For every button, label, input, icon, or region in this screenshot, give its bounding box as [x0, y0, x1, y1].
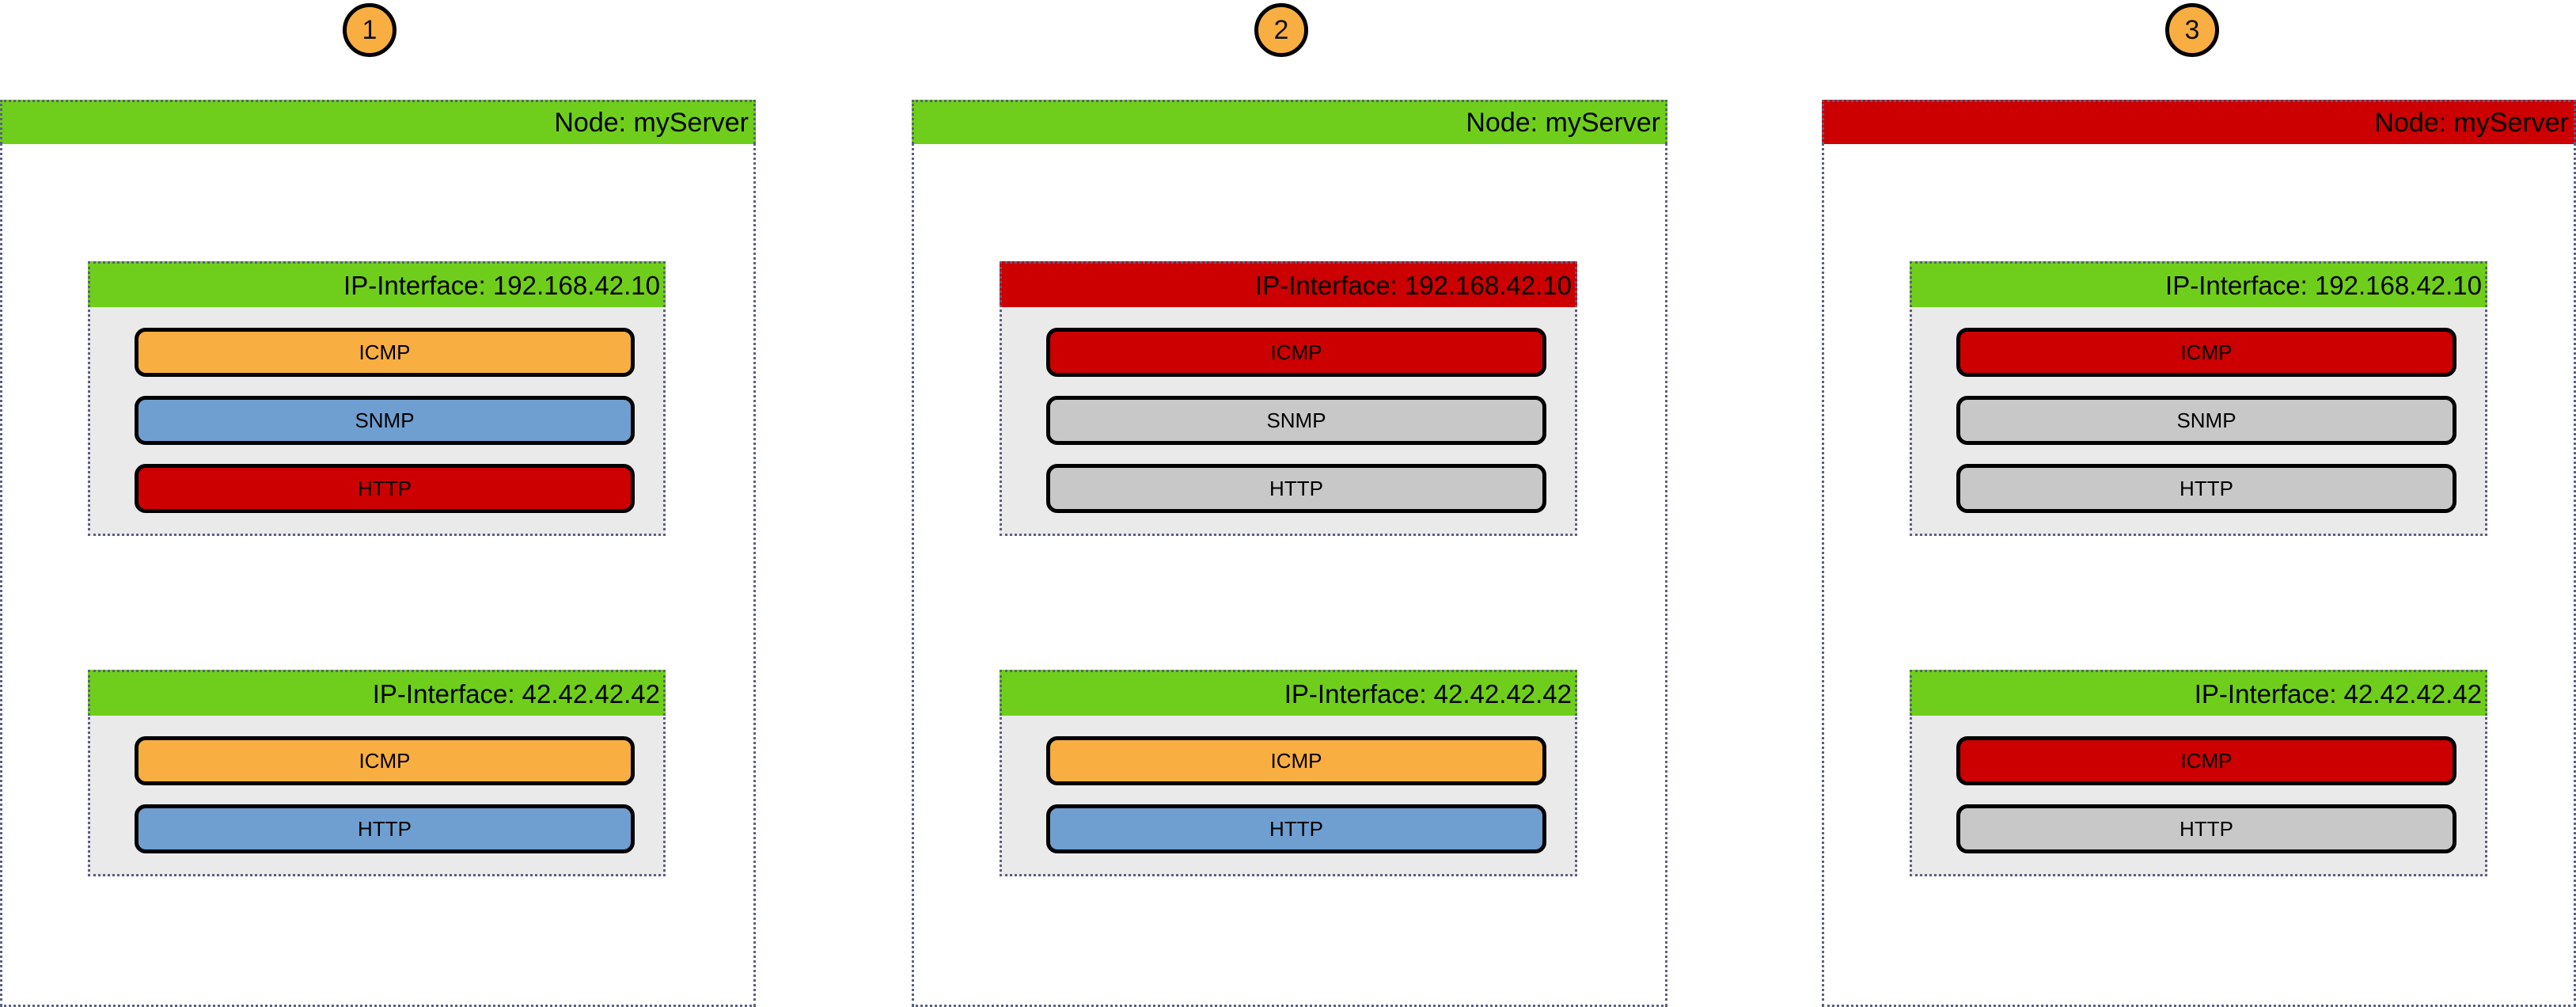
service-list-2-1: ICMP SNMP HTTP: [1002, 307, 1575, 534]
service-pill-icmp[interactable]: ICMP: [1046, 736, 1546, 785]
ip-interface-header-3-1[interactable]: IP-Interface: 192.168.42.10: [1910, 261, 2487, 307]
service-label: ICMP: [359, 340, 411, 364]
node-label: Node: myServer: [1466, 108, 1660, 138]
ip-interface-label: IP-Interface: 192.168.42.10: [343, 270, 660, 300]
service-label: HTTP: [1269, 476, 1323, 500]
ip-interface-header-1-1[interactable]: IP-Interface: 192.168.42.10: [88, 261, 666, 307]
ip-interface-label: IP-Interface: 192.168.42.10: [1255, 270, 1572, 300]
service-label: ICMP: [2180, 340, 2233, 364]
ip-interface-header-2-2[interactable]: IP-Interface: 42.42.42.42: [1000, 670, 1577, 716]
service-pill-http[interactable]: HTTP: [135, 804, 635, 853]
service-label: ICMP: [359, 748, 411, 773]
service-pill-snmp[interactable]: SNMP: [1956, 396, 2456, 445]
service-label: HTTP: [2180, 816, 2233, 841]
node-header-2[interactable]: Node: myServer: [912, 100, 1667, 144]
service-pill-snmp[interactable]: SNMP: [135, 396, 635, 445]
ip-interface-header-2-1[interactable]: IP-Interface: 192.168.42.10: [1000, 261, 1577, 307]
service-pill-icmp[interactable]: ICMP: [1956, 736, 2456, 785]
service-pill-icmp[interactable]: ICMP: [135, 736, 635, 785]
service-label: HTTP: [2180, 476, 2233, 500]
service-pill-http[interactable]: HTTP: [135, 464, 635, 513]
service-label: SNMP: [2176, 408, 2236, 432]
service-list-3-2: ICMP HTTP: [1912, 716, 2485, 874]
ip-interface-header-3-2[interactable]: IP-Interface: 42.42.42.42: [1910, 670, 2487, 716]
step-badge-1: 1: [343, 3, 396, 57]
node-label: Node: myServer: [2374, 108, 2569, 138]
ip-interface-label: IP-Interface: 42.42.42.42: [372, 678, 660, 709]
service-label: ICMP: [2180, 748, 2233, 773]
node-label: Node: myServer: [554, 108, 749, 138]
ip-interface-label: IP-Interface: 192.168.42.10: [2165, 270, 2482, 300]
service-list-1-2: ICMP HTTP: [90, 716, 663, 874]
service-pill-http[interactable]: HTTP: [1046, 804, 1546, 853]
service-pill-http[interactable]: HTTP: [1956, 804, 2456, 853]
node-header-3[interactable]: Node: myServer: [1822, 100, 2576, 144]
ip-interface-header-1-2[interactable]: IP-Interface: 42.42.42.42: [88, 670, 666, 716]
service-label: HTTP: [1269, 816, 1323, 841]
service-pill-snmp[interactable]: SNMP: [1046, 396, 1546, 445]
service-label: ICMP: [1270, 340, 1322, 364]
node-header-1[interactable]: Node: myServer: [0, 100, 756, 144]
service-pill-icmp[interactable]: ICMP: [1046, 328, 1546, 377]
service-label: HTTP: [358, 816, 412, 841]
step-badge-label: 2: [1273, 15, 1289, 45]
service-pill-icmp[interactable]: ICMP: [135, 328, 635, 377]
step-badge-3: 3: [2165, 3, 2219, 57]
service-pill-icmp[interactable]: ICMP: [1956, 328, 2456, 377]
service-list-3-1: ICMP SNMP HTTP: [1912, 307, 2485, 534]
service-label: ICMP: [1270, 748, 1322, 773]
service-list-1-1: ICMP SNMP HTTP: [90, 307, 663, 534]
service-label: SNMP: [355, 408, 415, 432]
ip-interface-label: IP-Interface: 42.42.42.42: [1284, 678, 1572, 709]
service-pill-http[interactable]: HTTP: [1046, 464, 1546, 513]
service-label: SNMP: [1266, 408, 1326, 432]
ip-interface-label: IP-Interface: 42.42.42.42: [2194, 678, 2482, 709]
step-badge-label: 3: [2184, 15, 2200, 45]
service-pill-http[interactable]: HTTP: [1956, 464, 2456, 513]
step-badge-2: 2: [1254, 3, 1308, 57]
service-list-2-2: ICMP HTTP: [1002, 716, 1575, 874]
service-label: HTTP: [358, 476, 412, 500]
step-badge-label: 1: [362, 15, 377, 45]
